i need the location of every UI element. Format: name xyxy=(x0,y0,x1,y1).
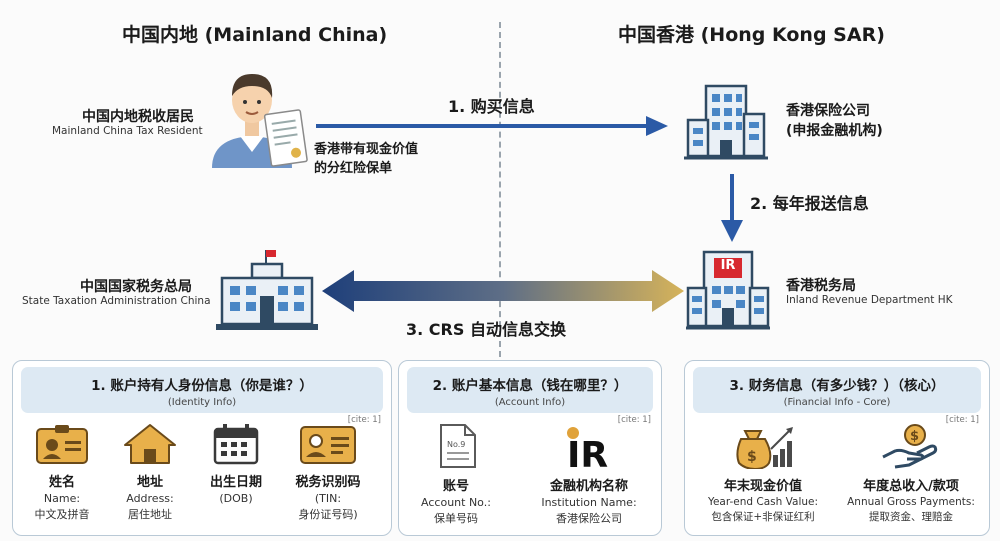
item-cn: 中文及拼音 xyxy=(34,508,90,521)
ird-building-icon xyxy=(686,250,770,330)
mainland-china-title: 中国内地 (Mainland China) xyxy=(122,24,388,46)
sat-sub: State Taxation Administration China xyxy=(22,295,211,307)
item-en: (TIN: xyxy=(314,492,342,505)
item-title: 税务识别码 xyxy=(295,475,361,490)
identity-info-title: 1. 账户持有人身份信息（你是谁？） xyxy=(91,378,313,394)
account-info-title: 2. 账户基本信息（钱在哪里？） xyxy=(432,378,628,394)
list-item: 地址 Address: 居住地址 xyxy=(95,423,205,522)
item-title: 年末现金价值 xyxy=(723,479,802,494)
id-card-icon xyxy=(36,425,88,464)
list-item: $ 年末现金价值 Year-end Cash Value: 包含保证+非保证红利 xyxy=(693,423,833,524)
identity-info-header: 1. 账户持有人身份信息（你是谁？） (Identity Info) xyxy=(21,367,383,413)
item-cn: 保单号码 xyxy=(434,512,478,525)
list-item: 姓名 Name: 中文及拼音 xyxy=(13,423,117,522)
item-title: 金融机构名称 xyxy=(549,479,628,494)
item-en: Annual Gross Payments: xyxy=(847,496,975,508)
account-info-header: 2. 账户基本信息（钱在哪里？） (Account Info) xyxy=(407,367,653,413)
insurer-line-2: (申报金融机构) xyxy=(786,123,883,139)
financial-info-header: 3. 财务信息（有多少钱？）（核心） (Financial Info - Cor… xyxy=(693,367,981,413)
account-info-subtitle: (Account Info) xyxy=(494,397,566,408)
ir-logo-text: IR xyxy=(567,435,608,469)
item-en: Institution Name: xyxy=(541,496,637,509)
ird-sub: Inland Revenue Department HK xyxy=(786,294,953,306)
item-title: 出生日期 xyxy=(209,475,262,490)
item-title: 姓名 xyxy=(48,475,75,490)
resident-sub: Mainland China Tax Resident xyxy=(52,125,203,137)
item-cn: 身份证号码) xyxy=(298,508,358,521)
house-icon xyxy=(124,424,176,464)
list-item: 税务识别码 (TIN: 身份证号码) xyxy=(273,423,383,522)
tax-id-card-icon xyxy=(300,426,356,464)
item-title: 账号 xyxy=(442,479,469,494)
item-title: 年度总收入/款项 xyxy=(863,479,959,494)
account-info-box: 2. 账户基本信息（钱在哪里？） (Account Info) [cite: 1… xyxy=(398,360,662,536)
identity-info-box: 1. 账户持有人身份信息（你是谁？） (Identity Info) [cite… xyxy=(12,360,392,536)
hong-kong-title: 中国香港 (Hong Kong SAR) xyxy=(618,24,885,46)
policy-line-2: 的分红险保单 xyxy=(314,161,393,176)
resident-name: 中国内地税收居民 xyxy=(82,109,194,125)
item-cn: 包含保证+非保证红利 xyxy=(711,511,815,523)
crs-exchange-label: 3. CRS 自动信息交换 xyxy=(406,320,566,339)
citation: [cite: 1] xyxy=(945,415,979,425)
identity-info-subtitle: (Identity Info) xyxy=(167,397,237,408)
hand-coin-icon: $ xyxy=(882,424,938,469)
item-en: Year-end Cash Value: xyxy=(707,496,819,508)
item-en: Account No.: xyxy=(421,496,491,509)
svg-text:$: $ xyxy=(910,429,919,444)
item-cn: 居住地址 xyxy=(128,508,172,521)
insurer-line-1: 香港保险公司 xyxy=(786,103,870,119)
purchase-arrow xyxy=(316,116,668,136)
svg-text:$: $ xyxy=(747,449,757,465)
region-divider xyxy=(499,22,501,357)
insurer-building-icon xyxy=(684,84,768,160)
document-number-text: No.9 xyxy=(447,440,465,449)
policy-line-1: 香港带有现金价值 xyxy=(314,142,419,157)
sat-building-icon xyxy=(216,250,318,330)
ird-logo-text: IR xyxy=(720,258,736,273)
list-item: IR 金融机构名称 Institution Name: 香港保险公司 xyxy=(529,423,649,526)
policy-document-icon xyxy=(263,109,308,167)
item-en: Address: xyxy=(126,492,174,505)
item-cn: 香港保险公司 xyxy=(556,512,622,525)
financial-info-subtitle: (Financial Info - Core) xyxy=(783,397,891,408)
annual-report-label: 2. 每年报送信息 xyxy=(750,194,869,213)
money-bag-chart-icon: $ xyxy=(736,427,793,469)
ir-logo-icon: IR xyxy=(567,427,608,469)
crs-exchange-arrow xyxy=(322,270,684,312)
financial-info-box: 3. 财务信息（有多少钱？）（核心） (Financial Info - Cor… xyxy=(684,360,990,536)
calendar-icon xyxy=(213,424,259,465)
financial-info-title: 3. 财务信息（有多少钱？）（核心） xyxy=(729,378,945,394)
list-item: $ 年度总收入/款项 Annual Gross Payments: 提取资金、理… xyxy=(841,423,981,524)
item-cn: 提取资金、理赔金 xyxy=(869,511,953,523)
sat-name: 中国国家税务总局 xyxy=(80,279,192,295)
citation: [cite: 1] xyxy=(617,415,651,425)
item-en: Name: xyxy=(43,492,81,505)
ird-name: 香港税务局 xyxy=(786,278,856,294)
list-item: No.9 账号 Account No.: 保单号码 xyxy=(401,423,511,526)
document-icon: No.9 xyxy=(440,424,476,468)
purchase-label: 1. 购买信息 xyxy=(448,97,535,116)
annual-report-arrow xyxy=(721,174,743,242)
list-item: 出生日期 (DOB) xyxy=(181,423,291,506)
item-title: 地址 xyxy=(136,475,163,490)
citation: [cite: 1] xyxy=(347,415,381,425)
item-en: (DOB) xyxy=(219,492,253,505)
